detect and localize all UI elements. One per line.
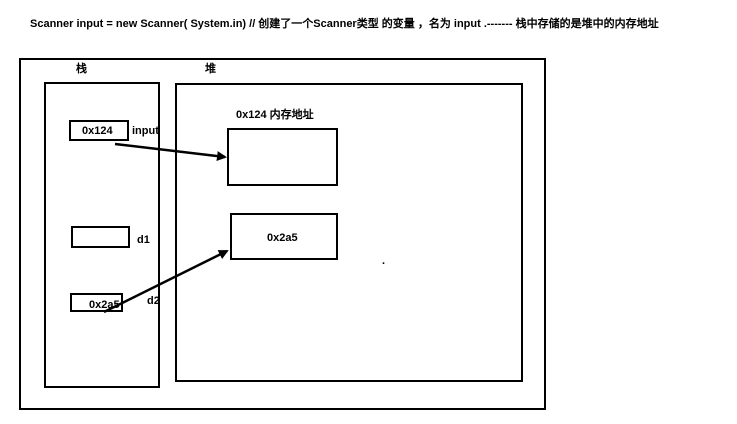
- heap-region: [175, 83, 523, 382]
- heap-object-2-value: 0x2a5: [267, 232, 298, 244]
- stack-cell-input-value: 0x124: [82, 125, 113, 137]
- stack-cell-d2-name: d2: [147, 295, 160, 307]
- stack-region: [44, 82, 160, 388]
- stack-cell-d2-value: 0x2a5: [89, 299, 120, 311]
- stray-dot: .: [382, 255, 386, 267]
- code-caption: Scanner input = new Scanner( System.in) …: [30, 18, 659, 30]
- heap-object-1: [227, 128, 338, 186]
- heap-object-1-label: 0x124 内存地址: [236, 109, 314, 121]
- memory-frame: [19, 58, 546, 410]
- stack-title: 栈: [76, 63, 87, 75]
- stack-cell-input-name: input: [132, 125, 159, 137]
- heap-title: 堆: [205, 63, 216, 75]
- heap-object-2: [230, 213, 338, 260]
- stack-cell-d1: [71, 226, 130, 248]
- stack-cell-input: [69, 120, 129, 141]
- stack-cell-d1-name: d1: [137, 234, 150, 246]
